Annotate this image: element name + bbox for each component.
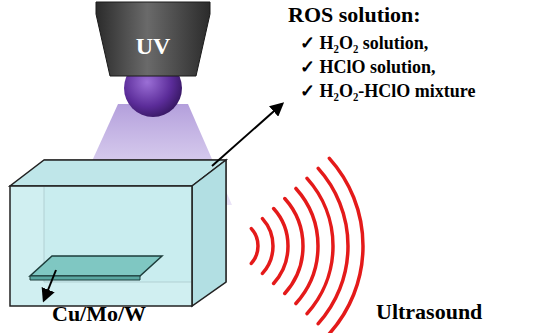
- list-item: ✓ H₂O₂-HClO mixture: [300, 81, 475, 102]
- reactor-tank: [10, 160, 232, 306]
- lamp-label: UV: [136, 19, 171, 60]
- leader-line: [44, 270, 56, 300]
- ultrasound-label: Ultrasound: [376, 299, 482, 324]
- ultrasound-waves: [251, 158, 363, 333]
- lamp-shape: [96, 2, 210, 122]
- list-item: ✓ H₂O₂ solution,: [300, 33, 428, 54]
- list-heading: ROS solution:: [288, 2, 421, 27]
- metal-plate: [30, 256, 162, 276]
- uv-lamp: UV: [96, 2, 210, 90]
- list-item: ✓ HClO solution,: [300, 57, 436, 78]
- material-label: Cu/Mo/W: [52, 301, 146, 326]
- leader-line: [212, 104, 282, 166]
